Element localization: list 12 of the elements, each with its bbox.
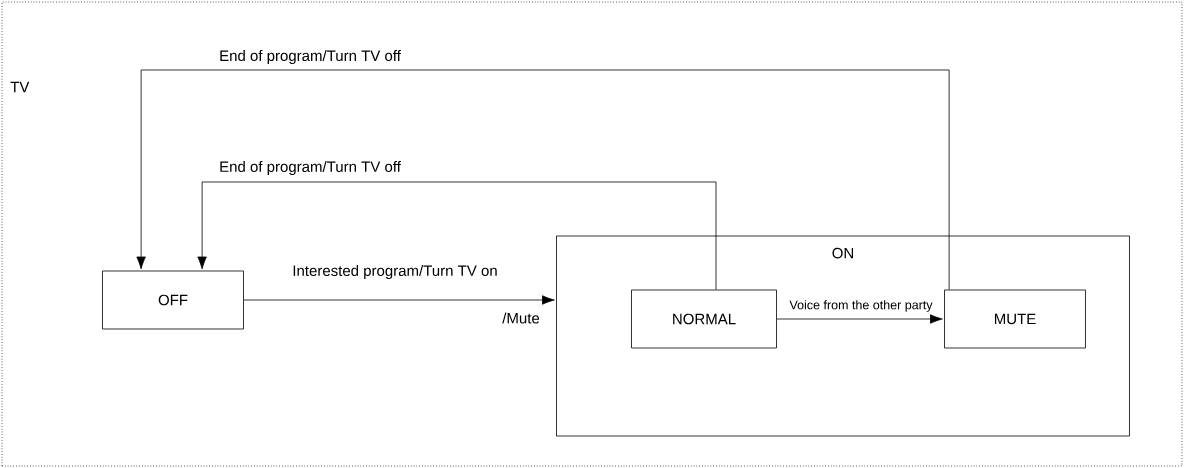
edge-label: Voice from the other party (788, 299, 934, 313)
state-box: NORMAL (631, 289, 777, 349)
edge-label: End of program/Turn TV off (218, 49, 402, 65)
state-box: OFF (102, 270, 244, 330)
state-box: MUTE (944, 289, 1086, 349)
edge-label: End of program/Turn TV off (218, 160, 402, 176)
edge-label: Interested program/Turn TV on (291, 264, 499, 280)
arrow (243, 295, 555, 305)
arrow (776, 314, 943, 324)
note-label: /Mute (502, 312, 540, 324)
arrow (136, 69, 950, 290)
arrow (197, 181, 717, 290)
